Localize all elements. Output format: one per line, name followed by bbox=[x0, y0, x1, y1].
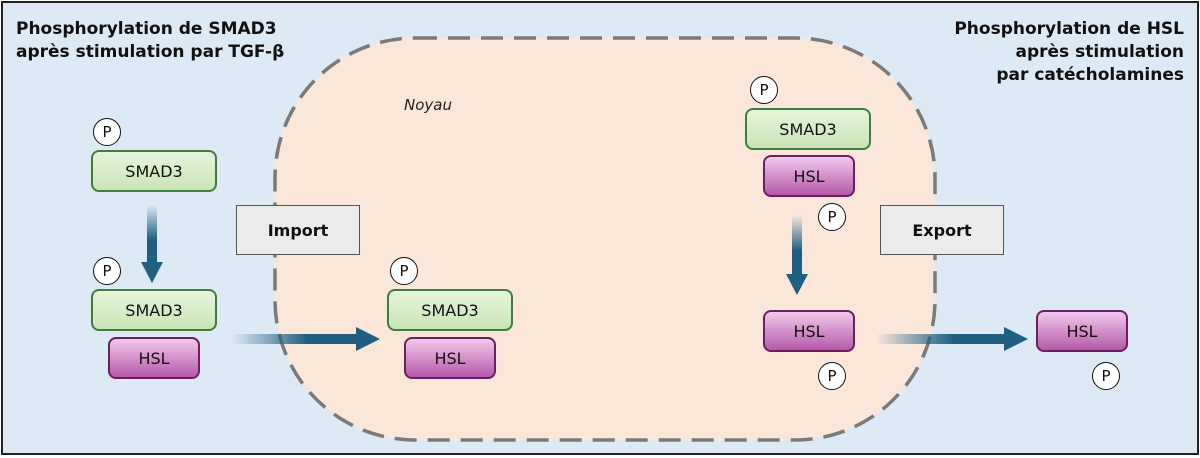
phosphate-group: P bbox=[818, 362, 846, 390]
phosphate-group: P bbox=[93, 257, 121, 285]
title-left-line2: après stimulation par TGF-β bbox=[16, 42, 285, 62]
hsl-protein: HSL bbox=[763, 310, 855, 352]
title-right-line1: Phosphorylation de HSL bbox=[954, 19, 1184, 39]
arrow-export-shaft bbox=[876, 334, 1006, 344]
arrow-export-head bbox=[1004, 327, 1028, 351]
smad3-protein: SMAD3 bbox=[745, 108, 871, 150]
hsl-protein: HSL bbox=[763, 155, 855, 197]
title-left-line1: Phosphorylation de SMAD3 bbox=[16, 19, 277, 39]
title-left: Phosphorylation de SMAD3 après stimulati… bbox=[16, 18, 284, 64]
phosphate-group: P bbox=[818, 203, 846, 231]
smad3-protein: SMAD3 bbox=[91, 150, 217, 192]
smad3-protein: SMAD3 bbox=[387, 289, 513, 331]
hsl-protein: HSL bbox=[1036, 310, 1128, 352]
title-right-line3: par catécholamines bbox=[996, 65, 1184, 85]
title-right: Phosphorylation de HSL après stimulation… bbox=[954, 18, 1184, 87]
phosphate-group: P bbox=[390, 257, 418, 285]
title-right-line2: après stimulation bbox=[1015, 42, 1184, 62]
phosphate-group: P bbox=[93, 118, 121, 146]
nucleus-label: Noyau bbox=[404, 96, 452, 114]
smad3-protein: SMAD3 bbox=[91, 289, 217, 331]
import-label: Import bbox=[236, 205, 360, 255]
arrow-import-shaft bbox=[232, 334, 358, 344]
arrow-down-right-head bbox=[786, 274, 808, 295]
phosphate-group: P bbox=[750, 76, 778, 104]
export-label: Export bbox=[880, 205, 1004, 255]
hsl-protein: HSL bbox=[108, 337, 200, 379]
arrow-import-head bbox=[356, 327, 380, 351]
arrow-down-left-head bbox=[141, 262, 163, 283]
arrow-down-right-shaft bbox=[792, 215, 802, 275]
arrow-down-left-shaft bbox=[147, 205, 157, 263]
phosphate-group: P bbox=[1092, 362, 1120, 390]
hsl-protein: HSL bbox=[404, 337, 496, 379]
